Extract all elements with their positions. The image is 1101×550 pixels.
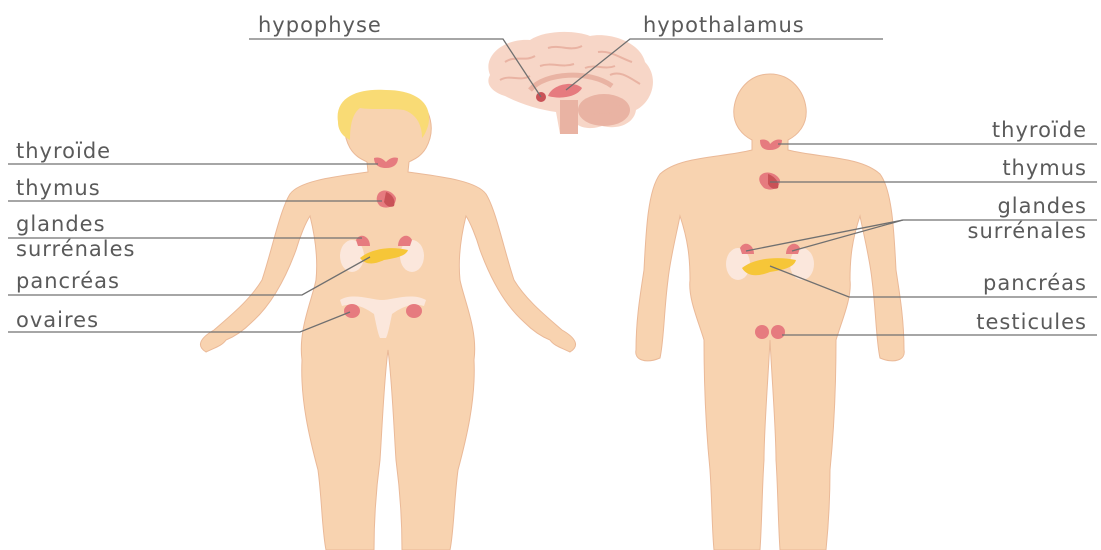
label-hypophyse: hypophyse	[258, 13, 382, 37]
label-female-thymus: thymus	[16, 176, 101, 200]
cerebellum	[578, 94, 630, 126]
brain-illustration	[488, 32, 653, 134]
label-male-thyroide: thyroïde	[992, 118, 1087, 142]
label-male-surrenales: surrénales	[968, 219, 1087, 243]
female-ovary-left	[344, 304, 360, 318]
label-male-thymus: thymus	[1002, 156, 1087, 180]
label-female-ovaires: ovaires	[16, 308, 99, 332]
female-body	[200, 90, 575, 550]
female-ovary-right	[406, 304, 422, 318]
label-hypothalamus: hypothalamus	[643, 13, 805, 37]
label-female-thyroide: thyroïde	[16, 139, 111, 163]
label-female-glandes: glandes	[16, 212, 106, 236]
label-male-pancreas: pancréas	[983, 271, 1087, 295]
label-male-testicules: testicules	[976, 310, 1087, 334]
brainstem	[560, 100, 578, 134]
label-female-pancreas: pancréas	[16, 269, 120, 293]
male-body	[636, 74, 904, 550]
label-male-glandes: glandes	[997, 194, 1087, 218]
male-testicle-right	[771, 325, 785, 339]
label-female-surrenales: surrénales	[16, 237, 135, 261]
male-testicle-left	[755, 325, 769, 339]
